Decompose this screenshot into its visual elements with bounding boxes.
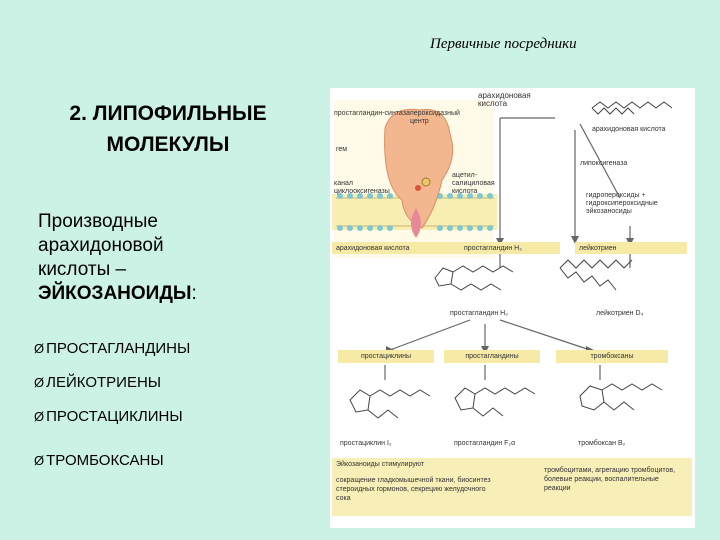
arrow-bullet-icon: Ø [34,341,45,356]
heme-icon [421,177,431,187]
peroxidase-center-label: пероксидазный центр [410,110,460,125]
enzyme-channel [411,208,421,238]
list-item-label: ТРОМБОКСАНЫ [46,452,164,469]
pgf2a-label: простагландин F₂α [454,440,516,447]
txb2-structure [579,383,663,411]
pgf2a-structure [454,387,536,417]
effects-right: тромбоцитами, агрегацию тромбоцитов, бол… [544,467,676,492]
slide-header: Первичные посредники [430,36,577,52]
ltd4-structure [559,259,633,291]
intro-line-4: ЭЙКОЗАНОИДЫ: [38,282,197,306]
list-item-label: ЛЕЙКОТРИЕНЫ [46,374,162,391]
slide-title: 2. ЛИПОФИЛЬНЫЕ МОЛЕКУЛЫ [28,98,308,160]
arrow-bullet-icon: Ø [34,409,45,424]
title-line-2: МОЛЕКУЛЫ [106,133,230,156]
arachidonic-acid-box: арахидоновая кислота [332,242,462,254]
pathway-diagram [332,100,673,419]
ltd4-structure-label: лейкотриен D₄ [596,310,644,317]
title-line-1: 2. ЛИПОФИЛЬНЫЕ [69,102,267,125]
intro-text: Производные арахидоновой кислоты – ЭЙКОЗ… [38,210,197,306]
arachidonic-structure [591,101,673,115]
pgh2-structure [434,265,514,291]
effects-left: сокращение гладкомышечной ткани, биосинт… [336,477,491,502]
intro-colon: : [191,283,197,304]
active-site-icon [415,185,421,191]
thromboxanes-box: тромбоксаны [556,350,668,363]
lipoxygenase-label: липоксигеназа [580,160,628,167]
acetylsalicylic-label: ацетил-салициловая кислота [452,172,495,195]
pgi2-label: простациклин I₂ [340,440,392,447]
effects-box: Эйкозаноиды стимулируют сокращение гладк… [332,458,692,516]
intro-line-1: Производные [38,211,158,232]
pgh2-box: простагландин H₂ [460,242,560,254]
arrow-bullet-icon: Ø [34,453,45,468]
prostaglandin-synthase-label: простагландин-синтаза [334,110,410,117]
heme-label: гем [336,146,348,153]
eicosanoids-term: ЭЙКОЗАНОИДЫ [38,283,192,304]
eicosanoid-pathway-figure: простагландин-синтаза пероксидазный цент… [330,88,695,528]
arrow-bullet-icon: Ø [34,375,45,390]
effects-title: Эйкозаноиды стимулируют [336,461,425,468]
intro-line-3: кислоты – [38,259,127,280]
prostacyclins-box: простациклины [338,350,434,363]
enzyme-shape [384,108,454,229]
pgi2-structure [349,389,431,419]
list-item-label: ПРОСТАЦИКЛИНЫ [46,408,183,425]
txb2-label: тромбоксан B₂ [578,440,626,447]
list-item-label: ПРОСТАГЛАНДИНЫ [46,340,191,357]
arachidonic-chain-label: арахидоновая кислота [592,126,666,133]
cox-channel-label: канал циклооксигеназы [334,180,390,195]
intro-line-2: арахидоновой [38,235,164,256]
pgh2-structure-label: простагландин H₂ [450,310,508,317]
prostaglandins-box: простагландины [444,350,540,363]
leukotriene-box: лейкотриен [575,242,687,254]
hydroperoxides-label: гидропероксиды + гидроксипероксидные эйк… [586,192,658,215]
arachidonic-top-label: арахидоновая кислота [478,91,531,108]
